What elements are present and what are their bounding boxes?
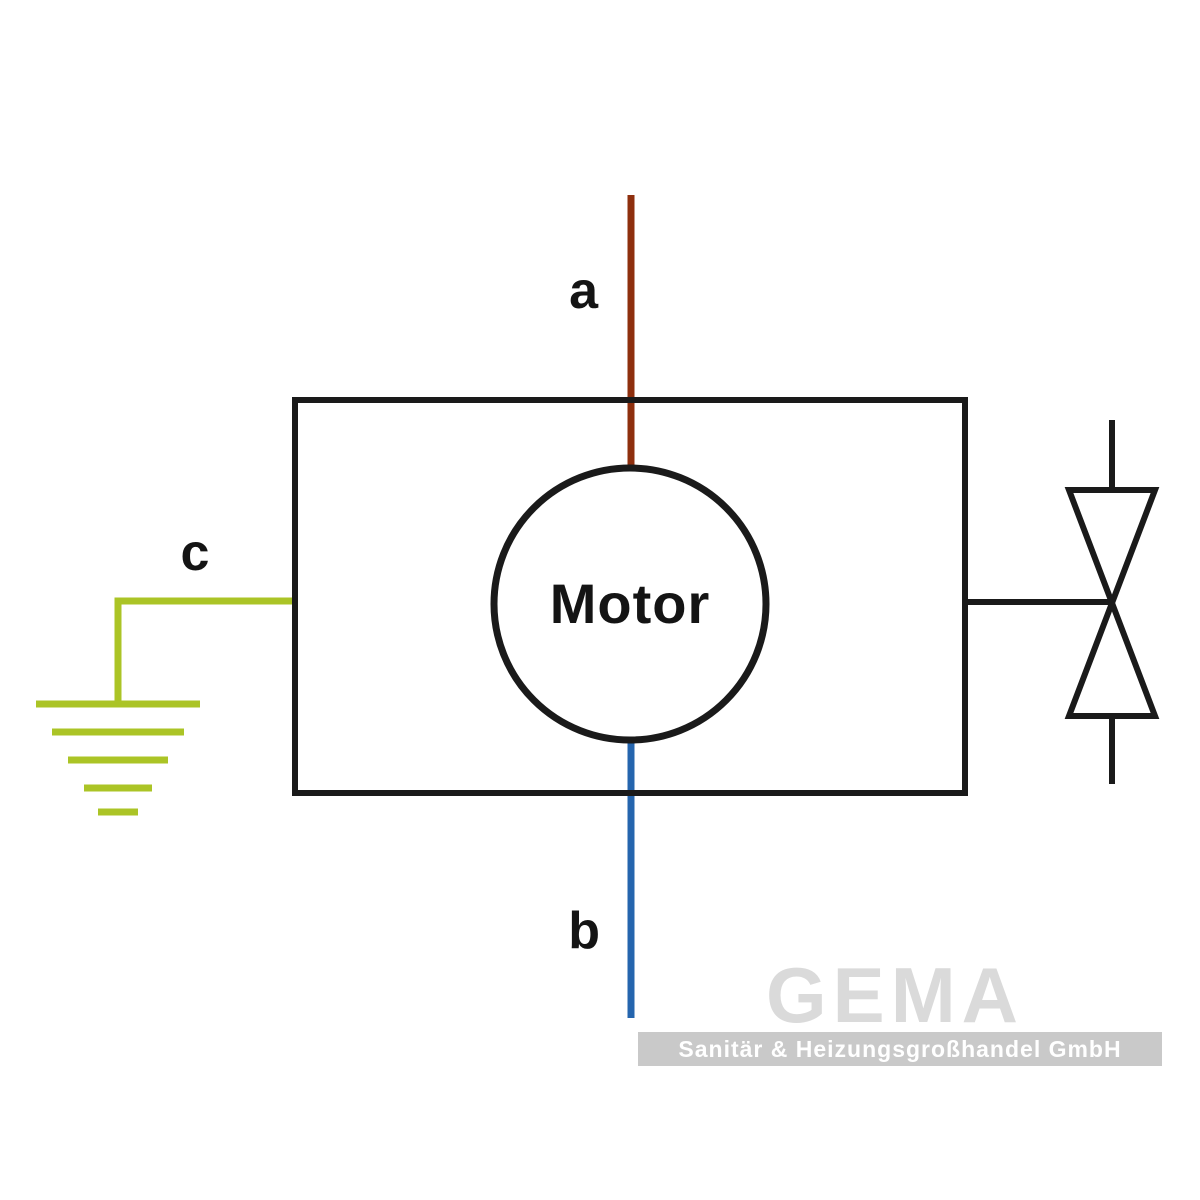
- watermark: GEMA Sanitär & Heizungsgroßhandel GmbH: [638, 951, 1162, 1066]
- valve-symbol: [1064, 420, 1160, 784]
- watermark-subtitle-text: Sanitär & Heizungsgroßhandel GmbH: [678, 1036, 1121, 1062]
- terminal-a-label: a: [569, 262, 599, 320]
- enclosure-box: [292, 397, 968, 796]
- watermark-brand-text: GEMA: [766, 951, 1024, 1039]
- motor-label: Motor: [550, 572, 711, 635]
- motor-circle: [490, 464, 770, 744]
- ground-symbol: [36, 700, 200, 816]
- valve-bottom-triangle: [1064, 594, 1160, 719]
- terminal-c-label: c: [181, 524, 210, 582]
- terminal-b-label: b: [568, 902, 600, 960]
- watermark-bar: [638, 1032, 1162, 1066]
- valve-top-triangle: [1064, 487, 1160, 612]
- wire-c-and-ground: [36, 597, 295, 816]
- wire-c: [114, 597, 295, 701]
